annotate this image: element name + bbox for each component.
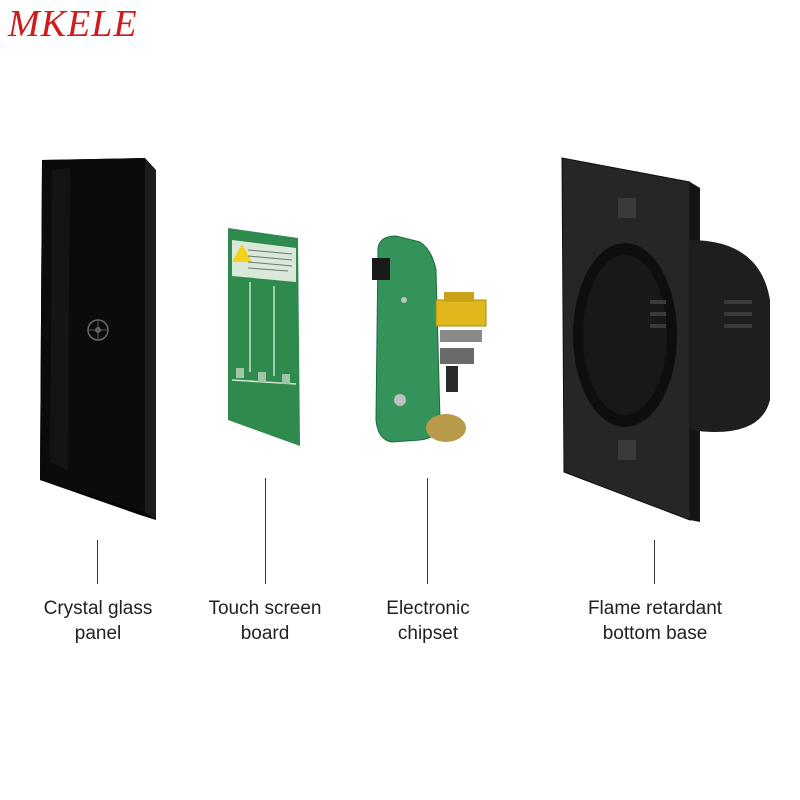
crystal-glass-panel-image: [40, 158, 156, 520]
leader-line-touch-board: [265, 478, 266, 584]
electronic-chipset-image: [372, 235, 487, 443]
caption-touch-screen-board: Touch screen board: [208, 598, 322, 644]
touch-button-icon: [87, 319, 109, 341]
brand-logo: MKELE: [8, 3, 138, 45]
flame-retardant-bottom-base-image: [561, 157, 770, 522]
caption-crystal-glass-panel: Crystal glass panel: [43, 598, 153, 644]
caption-electronic-chipset: Electronic chipset: [386, 598, 470, 644]
leader-line-glass-panel: [97, 540, 98, 584]
leader-line-chipset: [427, 478, 428, 584]
leader-line-base: [654, 540, 655, 584]
caption-flame-retardant-bottom-base: Flame retardant bottom base: [587, 598, 723, 644]
touch-screen-board-image: [228, 228, 300, 446]
